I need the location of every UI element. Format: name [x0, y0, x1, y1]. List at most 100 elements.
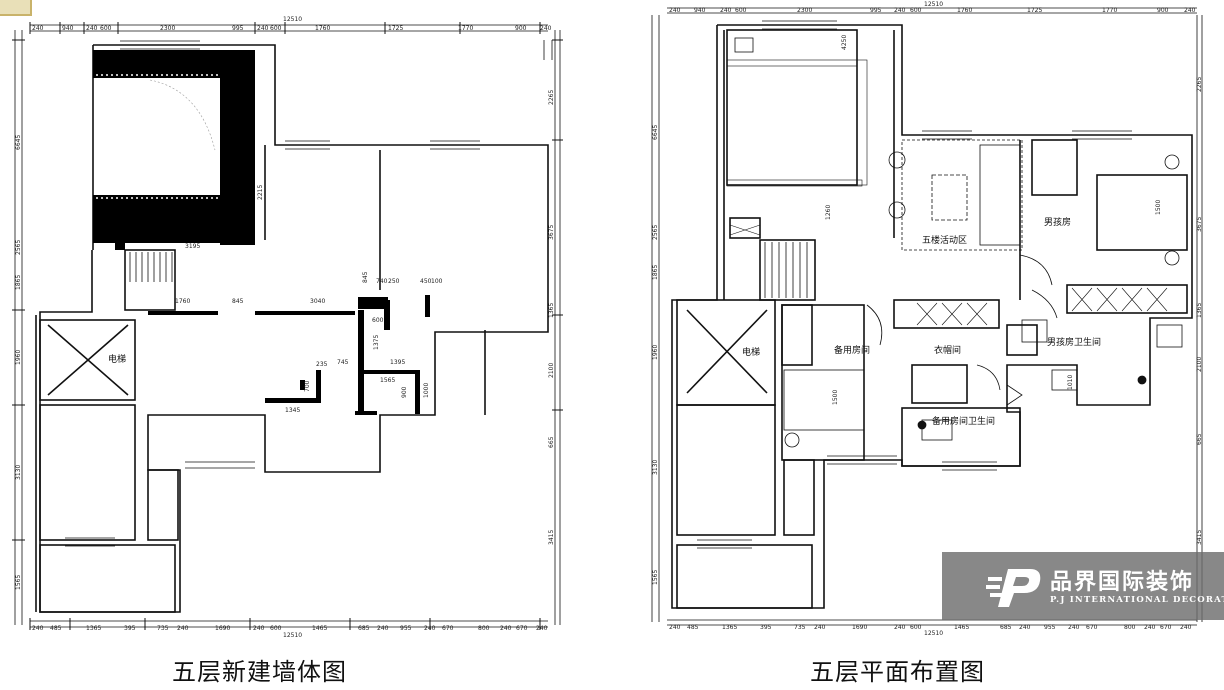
svg-text:240: 240 [257, 25, 269, 32]
left-elevator-label: 电梯 [108, 353, 126, 365]
svg-text:240: 240 [1184, 7, 1196, 14]
spare-room-label: 备用房间 [834, 344, 870, 356]
svg-text:1690: 1690 [852, 624, 867, 631]
svg-text:240: 240 [814, 624, 826, 631]
svg-text:1260: 1260 [825, 205, 832, 220]
svg-text:6645: 6645 [652, 125, 659, 140]
svg-text:240: 240 [177, 625, 189, 632]
svg-text:395: 395 [760, 624, 772, 631]
svg-text:800: 800 [1124, 624, 1136, 631]
svg-text:685: 685 [1000, 624, 1012, 631]
new-wall-plan-drawing: 12510 12510 240 940 240 600 2300 995 240… [12, 16, 563, 639]
svg-text:240: 240 [720, 7, 732, 14]
svg-text:1365: 1365 [548, 303, 555, 318]
left-overall-top: 12510 [283, 16, 302, 23]
svg-text:450: 450 [420, 278, 432, 285]
svg-text:2300: 2300 [797, 7, 812, 14]
svg-text:800: 800 [478, 625, 490, 632]
svg-text:1565: 1565 [15, 575, 22, 590]
svg-text:1500: 1500 [832, 390, 839, 405]
svg-text:995: 995 [870, 7, 882, 14]
svg-text:2565: 2565 [652, 225, 659, 240]
svg-text:2265: 2265 [548, 90, 555, 105]
svg-text:3130: 3130 [652, 460, 659, 475]
svg-text:1760: 1760 [175, 298, 190, 305]
svg-text:665: 665 [548, 436, 555, 448]
svg-text:1725: 1725 [1027, 7, 1042, 14]
svg-text:1345: 1345 [285, 407, 300, 414]
svg-text:6645: 6645 [15, 135, 22, 150]
svg-text:900: 900 [1157, 7, 1169, 14]
svg-text:600: 600 [100, 25, 112, 32]
new-wall-plan: 12510 12510 240 940 240 600 2300 995 240… [0, 0, 612, 640]
svg-text:735: 735 [157, 625, 169, 632]
svg-text:3040: 3040 [310, 298, 325, 305]
svg-text:3415: 3415 [548, 530, 555, 545]
svg-text:1365: 1365 [1196, 303, 1203, 318]
svg-text:240: 240 [1068, 624, 1080, 631]
svg-text:900: 900 [515, 25, 527, 32]
svg-text:1465: 1465 [312, 625, 327, 632]
floor-layout-plan-caption: 五层平面布置图 [810, 658, 985, 686]
svg-text:955: 955 [400, 625, 412, 632]
svg-text:1760: 1760 [315, 25, 330, 32]
svg-text:940: 940 [694, 7, 706, 14]
brand-watermark: 品界国际装饰 P.J INTERNATIONAL DECORATE [942, 552, 1224, 620]
svg-text:600: 600 [910, 7, 922, 14]
right-overall-top: 12510 [924, 1, 943, 8]
svg-text:240: 240 [1144, 624, 1156, 631]
svg-text:1770: 1770 [1102, 7, 1117, 14]
spare-bath-label: 备用房间卫生间 [932, 415, 995, 427]
svg-text:955: 955 [1044, 624, 1056, 631]
new-wall-plan-caption: 五层新建墙体图 [172, 658, 347, 686]
svg-text:1000: 1000 [423, 383, 430, 398]
svg-text:670: 670 [516, 625, 528, 632]
svg-text:3675: 3675 [548, 225, 555, 240]
svg-text:670: 670 [442, 625, 454, 632]
svg-text:900: 900 [401, 386, 408, 398]
svg-text:1010: 1010 [1067, 375, 1074, 390]
svg-text:240: 240 [1019, 624, 1031, 631]
svg-text:1565: 1565 [652, 570, 659, 585]
svg-text:845: 845 [232, 298, 244, 305]
svg-text:3195: 3195 [185, 243, 200, 250]
svg-text:2100: 2100 [1196, 357, 1203, 372]
svg-text:1865: 1865 [15, 275, 22, 290]
svg-text:395: 395 [124, 625, 136, 632]
svg-text:3130: 3130 [15, 465, 22, 480]
svg-text:600: 600 [372, 317, 384, 324]
svg-text:665: 665 [1196, 433, 1203, 445]
svg-text:1960: 1960 [652, 345, 659, 360]
svg-text:240: 240 [669, 624, 681, 631]
svg-text:240: 240 [424, 625, 436, 632]
svg-text:1365: 1365 [86, 625, 101, 632]
svg-text:670: 670 [1160, 624, 1172, 631]
activity-area-label: 五楼活动区 [922, 234, 967, 246]
svg-text:235: 235 [316, 361, 328, 368]
svg-text:240: 240 [1180, 624, 1192, 631]
svg-text:2100: 2100 [548, 363, 555, 378]
svg-text:240: 240 [377, 625, 389, 632]
left-overall-bottom: 12510 [283, 632, 302, 639]
svg-text:600: 600 [735, 7, 747, 14]
svg-text:3675: 3675 [1196, 217, 1203, 232]
right-overall-bottom: 12510 [924, 630, 943, 637]
floor-layout-plan: 12510 12510 240 940 240 600 2300 995 240… [612, 0, 1224, 640]
svg-text:1375: 1375 [373, 335, 380, 350]
svg-text:735: 735 [794, 624, 806, 631]
svg-text:1365: 1365 [722, 624, 737, 631]
svg-text:670: 670 [1086, 624, 1098, 631]
svg-text:2300: 2300 [160, 25, 175, 32]
svg-text:995: 995 [232, 25, 244, 32]
svg-text:1465: 1465 [954, 624, 969, 631]
svg-text:240: 240 [894, 7, 906, 14]
svg-text:240: 240 [32, 25, 44, 32]
svg-text:845: 845 [362, 271, 369, 283]
svg-text:2215: 2215 [257, 185, 264, 200]
svg-text:250: 250 [388, 278, 400, 285]
svg-text:940: 940 [62, 25, 74, 32]
svg-text:240: 240 [500, 625, 512, 632]
svg-text:1565: 1565 [380, 377, 395, 384]
svg-text:685: 685 [358, 625, 370, 632]
svg-text:600: 600 [270, 625, 282, 632]
